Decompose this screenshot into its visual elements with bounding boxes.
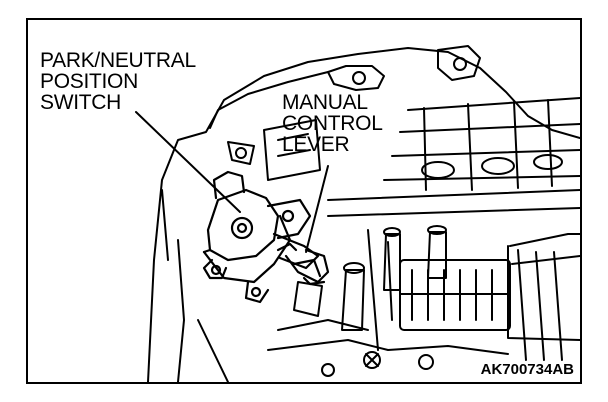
diagram-frame: PARK/NEUTRAL POSITION SWITCH MANUAL CONT…: [26, 18, 582, 384]
valve-body: [267, 189, 580, 361]
manual-control-lever-label: MANUAL CONTROL LEVER: [282, 92, 383, 155]
bolts: [321, 351, 434, 377]
park-neutral-switch-label: PARK/NEUTRAL POSITION SWITCH: [40, 50, 196, 113]
park-neutral-switch-drawing: [202, 170, 312, 304]
switch-label-line-1: PARK/NEUTRAL: [40, 49, 196, 72]
switch-label-line-2: POSITION: [40, 70, 138, 93]
manual-control-lever-drawing: [272, 232, 330, 286]
lever-label-line-3: LEVER: [282, 133, 350, 156]
case-ribs: [383, 97, 580, 191]
switch-leader-line: [135, 111, 241, 213]
figure-id: AK700734AB: [480, 361, 574, 378]
lever-label-line-1: MANUAL: [282, 91, 368, 114]
lever-leader-line: [305, 165, 329, 253]
guide-pins: [293, 225, 447, 331]
transmission-illustration: [135, 45, 580, 382]
switch-label-line-3: SWITCH: [40, 91, 122, 114]
lever-label-line-2: CONTROL: [282, 112, 383, 135]
leader-lines: [135, 111, 329, 253]
transmission-case: [147, 45, 580, 382]
